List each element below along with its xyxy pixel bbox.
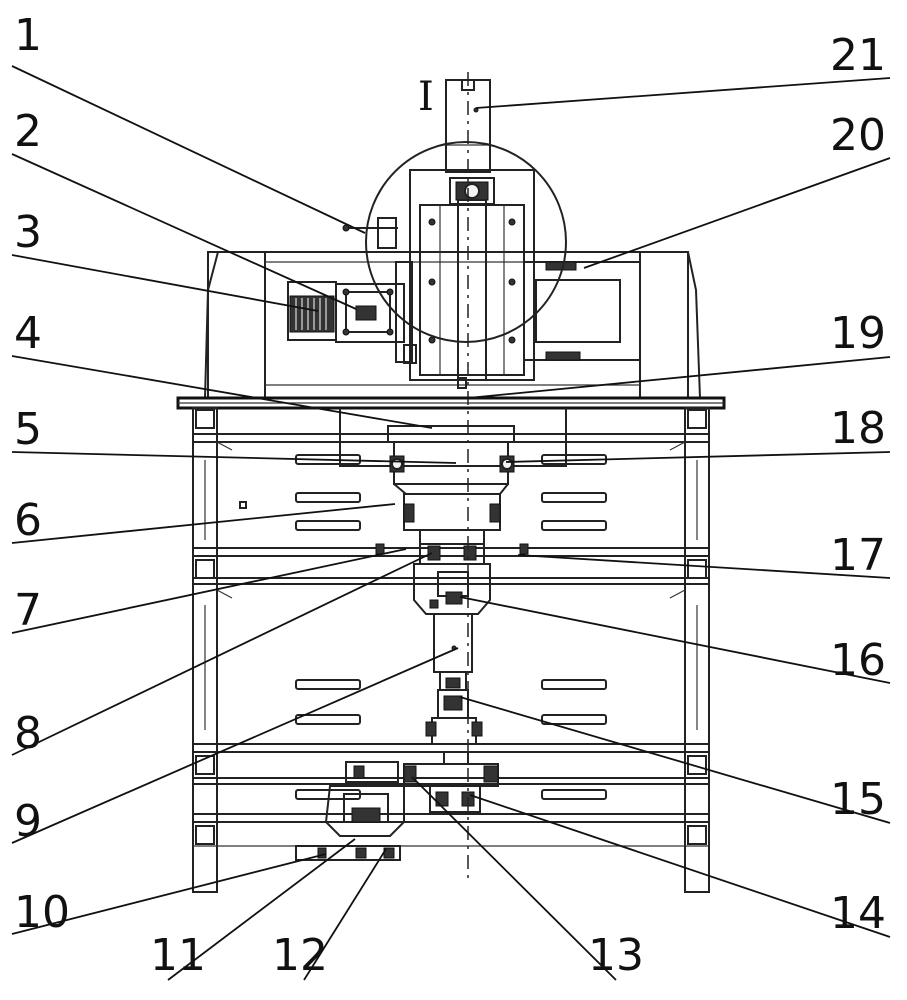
gear-box	[335, 283, 405, 343]
callout-12: 12	[272, 930, 328, 981]
callout-6: 6	[14, 495, 42, 546]
left-side-panel	[203, 251, 266, 399]
callout-18: 18	[830, 403, 886, 454]
callout-3: 3	[14, 207, 42, 258]
leader-lines	[11, 65, 891, 981]
callout-16: 16	[830, 635, 886, 686]
drive-shaft	[433, 613, 473, 673]
lower-motor	[324, 785, 405, 837]
right-window	[535, 279, 621, 343]
callout-9: 9	[14, 796, 42, 847]
callout-19: 19	[830, 308, 886, 359]
upper-mechanism	[287, 79, 641, 389]
callout-14: 14	[830, 888, 886, 939]
callout-11: 11	[150, 930, 206, 981]
shelf-1	[192, 433, 710, 443]
right-side-panel	[639, 251, 702, 399]
callout-13: 13	[588, 930, 644, 981]
machine-body	[176, 251, 726, 893]
section-mark: I	[418, 74, 434, 120]
shelf-2	[192, 547, 710, 557]
callout-5: 5	[14, 404, 42, 455]
column-housing	[409, 169, 535, 381]
detail-circle	[365, 141, 567, 343]
callout-21: 21	[830, 30, 886, 81]
shelf-4	[192, 813, 710, 823]
shelf-2b	[192, 577, 710, 585]
callout-10: 10	[14, 887, 70, 938]
callout-labels: I 1 2 3 4 5 6 7 8 9 10 11 12 13 14 15 16…	[14, 10, 886, 981]
table-pocket	[339, 408, 567, 467]
callout-15: 15	[830, 774, 886, 825]
callout-1: 1	[14, 10, 42, 61]
callout-4: 4	[14, 308, 42, 359]
callout-20: 20	[830, 110, 886, 161]
callout-8: 8	[14, 708, 42, 759]
central-drive	[295, 408, 567, 861]
shelf-3b	[192, 777, 710, 785]
callout-2: 2	[14, 106, 42, 157]
callout-17: 17	[830, 530, 886, 581]
callout-7: 7	[14, 585, 42, 636]
gear-housing	[413, 563, 491, 615]
